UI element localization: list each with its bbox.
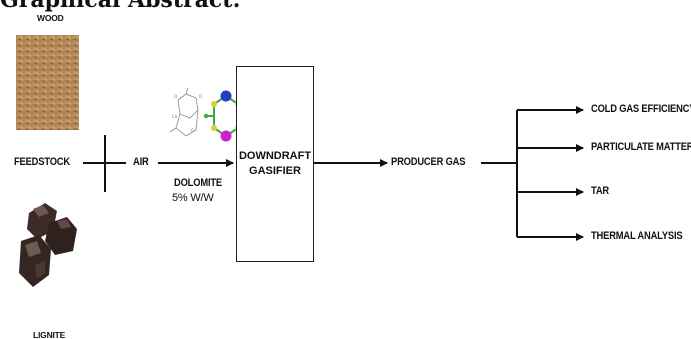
output-particulate-matter: PARTICULATE MATTER — [591, 141, 691, 153]
output-tar: TAR — [591, 185, 609, 197]
output-thermal-analysis: THERMAL ANALYSIS — [591, 230, 682, 242]
output-cold-gas-efficiency: COLD GAS EFFICIENCY — [591, 103, 691, 115]
producer-gas-label: PRODUCER GAS — [391, 156, 465, 168]
